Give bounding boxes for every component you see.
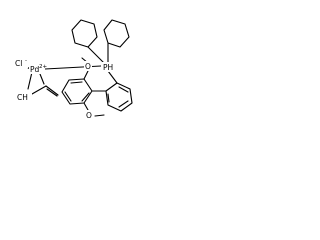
atom-labels: Cl - Pd 2+ CH PH O O (14, 58, 117, 120)
chloride-label: Cl (15, 59, 22, 68)
aryl-ring-right (105, 82, 133, 112)
allyl-carbon-label: CH (17, 93, 28, 102)
phosphorus-bonds (87, 42, 118, 84)
cyclohexyl-ring-left (71, 19, 98, 48)
aryl-ring-dimethoxy (61, 78, 93, 105)
methoxy-groups (81, 57, 105, 117)
phosphorus-label: PH (103, 63, 113, 72)
oxygen-bottom-label: O (86, 111, 92, 120)
chloride-charge: - (25, 58, 27, 64)
cyclohexyl-ring-right (103, 19, 130, 48)
oxygen-top-label: O (85, 62, 91, 71)
palladium-label: Pd (30, 65, 40, 74)
palladium-charge: 2+ (39, 64, 47, 70)
molecule-structure: Cl - Pd 2+ CH PH O O (14, 19, 133, 120)
allyl-fragment (31, 85, 59, 97)
